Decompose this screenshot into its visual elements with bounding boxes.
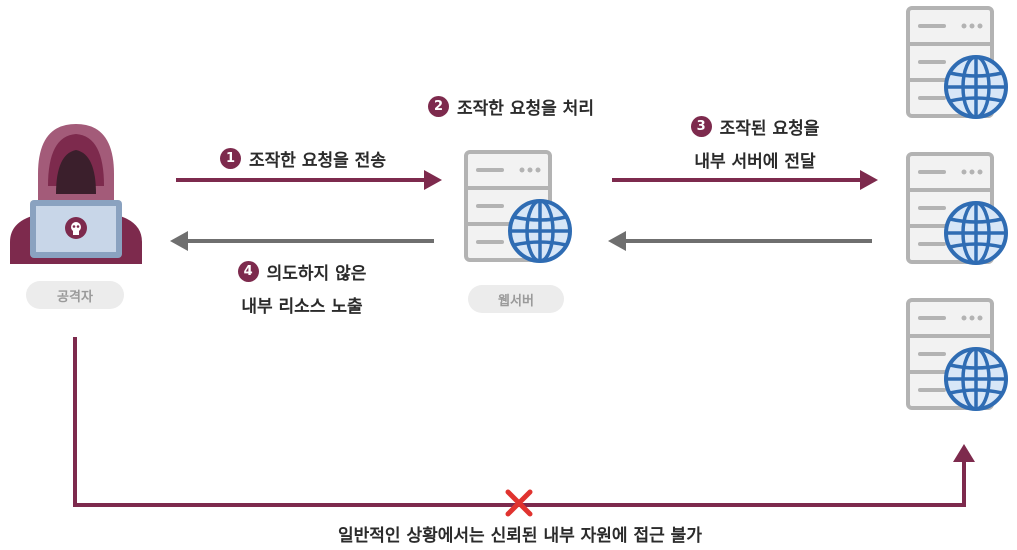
cross-icon [505,489,533,517]
globe-icon [508,199,572,263]
step3-number: 3 [690,116,712,137]
arrow-return [608,231,872,251]
step4-number: 4 [237,261,259,282]
globe-icon [944,55,1008,119]
internal-server-2 [906,152,1008,265]
step2-number: 2 [428,96,449,117]
webserver-icon [464,150,572,263]
internal-server-1 [906,6,1008,119]
step4-label: 4 의도하지 않은 내부 리소스 노출 [212,259,392,317]
webserver-label: 웹서버 [468,285,564,313]
internal-server-3 [906,298,1008,411]
step2-label: 2 조작한 요청을 처리 [428,94,594,119]
attacker-label: 공격자 [26,281,124,309]
step3-line1: 조작된 요청을 [719,119,820,139]
arrow-step1 [176,170,442,190]
globe-icon [944,347,1008,411]
arrow-step4 [170,231,434,251]
footer-note: 일반적인 상황에서는 신뢰된 내부 자원에 접근 불가 [338,526,702,546]
skull-icon [65,217,87,239]
step3-label: 3 조작된 요청을 내부 서버에 전달 [660,114,850,172]
step1-label: 1 조작한 요청을 전송 [220,146,386,171]
arrow-step3 [612,170,878,190]
step4-line1: 의도하지 않은 [266,264,367,284]
step3-line2: 내부 서버에 전달 [694,152,816,172]
step1-number: 1 [220,148,241,169]
step2-text: 조작한 요청을 처리 [457,99,594,119]
blocked-path [73,337,975,507]
step1-text: 조작한 요청을 전송 [249,151,386,171]
step4-line2: 내부 리소스 노출 [241,297,363,317]
hacker-icon [10,124,142,264]
globe-icon [944,201,1008,265]
